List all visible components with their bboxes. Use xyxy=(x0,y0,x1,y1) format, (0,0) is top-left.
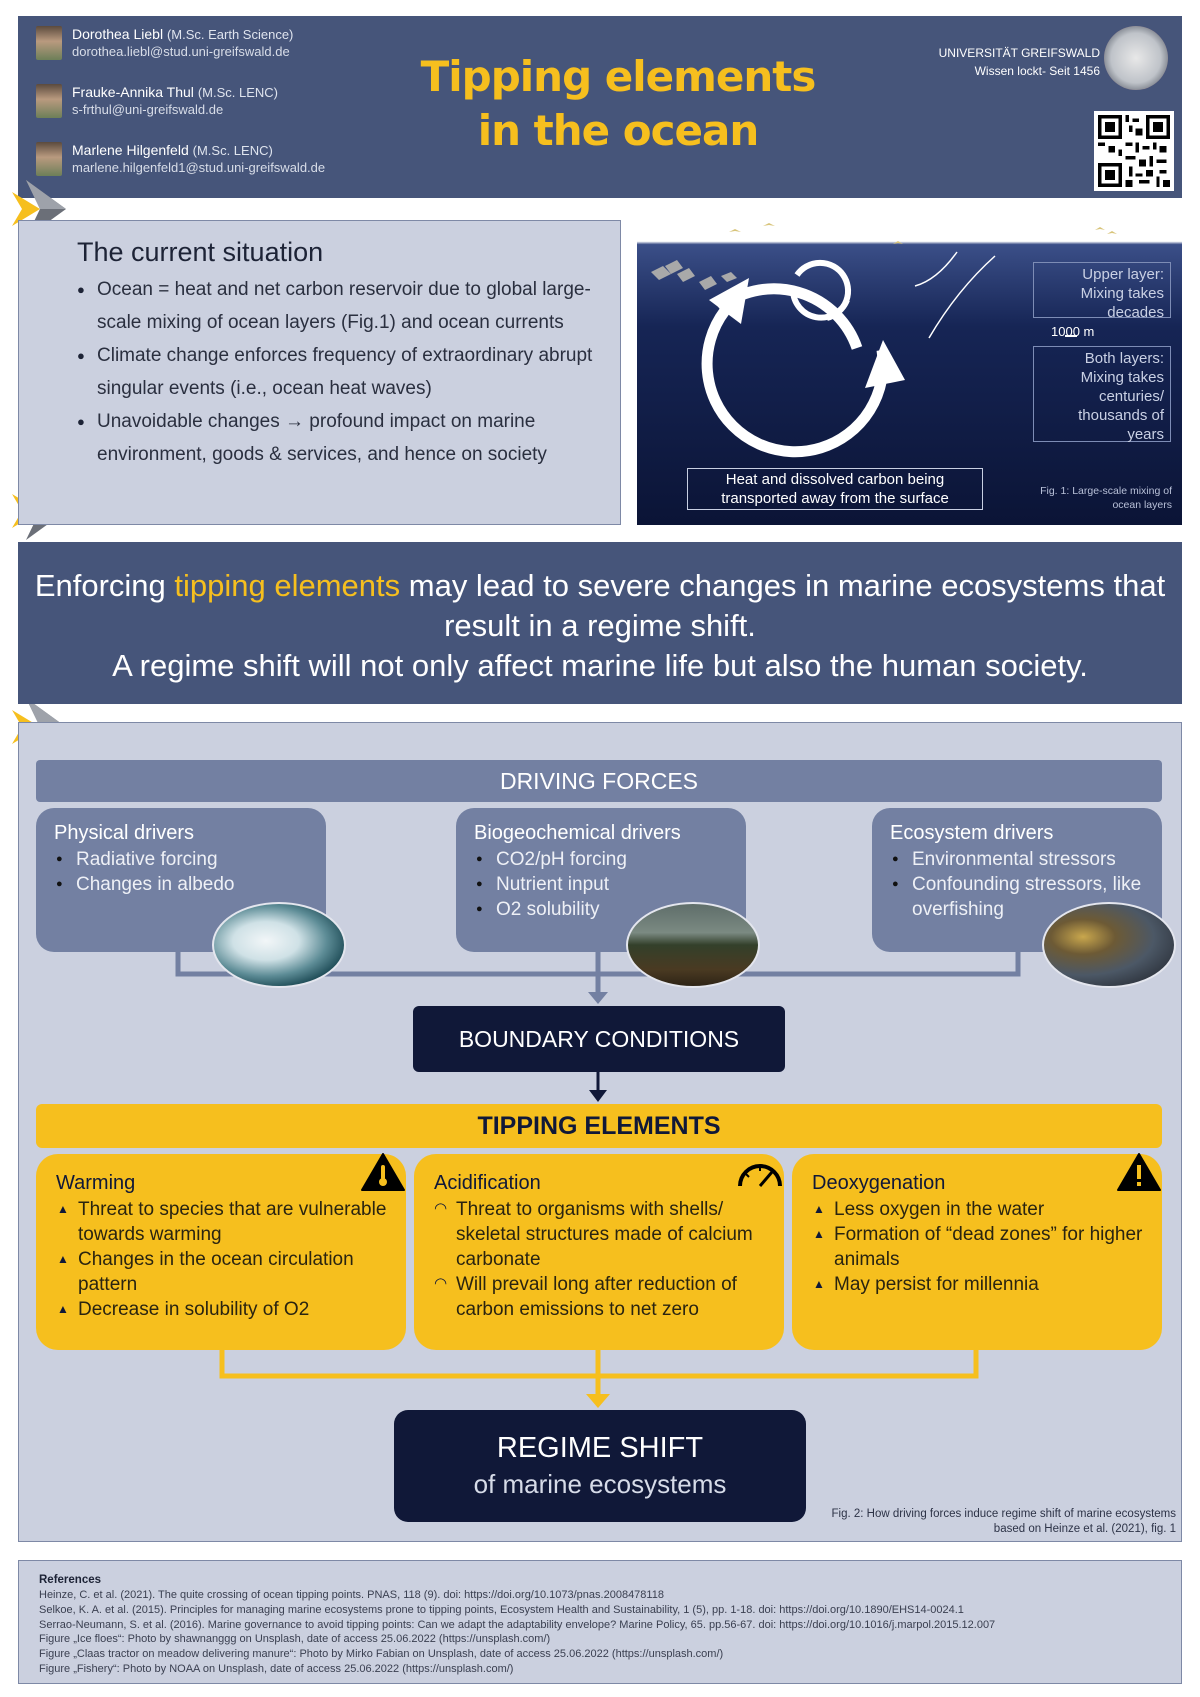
tip-title: Warming xyxy=(56,1172,136,1194)
author-name: Marlene Hilgenfeld xyxy=(72,142,189,158)
gauge-icon xyxy=(738,1164,782,1187)
reference-item: Figure „Fishery“: Photo by NOAA on Unspl… xyxy=(39,1662,514,1675)
author-email[interactable]: dorothea.liebl@stud.uni-greifswald.de xyxy=(72,44,290,59)
reference-item: Heinze, C. et al. (2021). The quite cros… xyxy=(39,1589,664,1601)
author-name: Dorothea Liebl xyxy=(72,26,164,42)
co2-label: CO₂ xyxy=(999,228,1025,243)
tipping-elements-header: TIPPING ELEMENTS xyxy=(36,1104,1162,1148)
author-name: Frauke-Annika Thul xyxy=(72,84,194,100)
driver-title: Ecosystem drivers xyxy=(890,822,1054,844)
poster-title: Tipping elements in the ocean xyxy=(378,50,858,158)
ocean-mixing-figure: Heat CO₂ Upper layer: Mixing takes decad… xyxy=(637,220,1182,525)
list-item: Confounding stressors, like overfishing xyxy=(890,872,1162,922)
regime-shift-title: REGIME SHIFT xyxy=(496,1432,704,1464)
reference-item: Selkoe, K. A. et al. (2015). Principles … xyxy=(39,1603,964,1616)
driving-forces-header: DRIVING FORCES xyxy=(36,760,1162,802)
author-degree: (M.Sc. LENC) xyxy=(197,85,278,100)
statement-text: Enforcing xyxy=(34,568,175,603)
author-photo xyxy=(36,26,62,60)
list-item: Formation of “dead zones” for higher ani… xyxy=(812,1222,1162,1272)
poster-header: Dorothea Liebl (M.Sc. Earth Science) dor… xyxy=(18,16,1182,198)
references-heading: References xyxy=(39,1574,102,1586)
figure-caption: Fig. 2: How driving forces induce regime… xyxy=(780,1507,1177,1537)
boundary-conditions-box: BOUNDARY CONDITIONS xyxy=(413,1006,785,1072)
section-heading: The current situation xyxy=(77,237,324,267)
author-photo xyxy=(36,84,62,118)
list-item: Threat to species that are vulnerable to… xyxy=(56,1197,406,1247)
tip-title: Acidification xyxy=(434,1172,541,1194)
both-layers-box: Both layers: Mixing takes centuries/ tho… xyxy=(1033,346,1171,443)
key-statement-banner: Enforcing tipping elements may lead to s… xyxy=(18,542,1182,704)
author-email[interactable]: marlene.hilgenfeld1@stud.uni-greifswald.… xyxy=(72,160,326,175)
list-item: O2 solubility xyxy=(474,897,746,922)
caption-line: Fig. 2: How driving forces induce regime… xyxy=(831,1508,1177,1520)
ice-floes-photo xyxy=(212,902,346,988)
title-line-1: Tipping elements xyxy=(420,52,817,101)
list-item: Threat to organisms with shells/ skeleta… xyxy=(434,1196,784,1272)
list-item: Less oxygen in the water xyxy=(812,1197,1162,1222)
list-item: Climate change enforces frequency of ext… xyxy=(75,339,605,405)
statement-line-1: Enforcing tipping elements may lead to s… xyxy=(18,566,1182,646)
university-label: UNIVERSITÄT GREIFSWALD xyxy=(938,46,1100,60)
fishery-photo xyxy=(1042,902,1176,988)
author-degree: (M.Sc. Earth Science) xyxy=(166,27,294,42)
list-item: Environmental stressors xyxy=(890,847,1162,872)
warming-card: Warming Threat to species that are vulne… xyxy=(36,1153,406,1350)
list-item: CO2/pH forcing xyxy=(474,847,746,872)
list-item: Changes in albedo xyxy=(54,872,326,897)
list-item: Will prevail long after reduction of car… xyxy=(434,1271,784,1322)
tip-title: Deoxygenation xyxy=(812,1172,946,1194)
statement-text: may lead to severe changes in marine eco… xyxy=(400,568,1166,643)
regime-shift-box: REGIME SHIFT of marine ecosystems xyxy=(394,1410,806,1522)
university-motto: Wissen lockt- Seit 1456 xyxy=(974,64,1100,78)
author-email[interactable]: s-frthul@uni-greifswald.de xyxy=(72,102,224,117)
figure-caption: Fig. 1: Large-scale mixing of ocean laye… xyxy=(1040,485,1172,511)
ocean-mixing-illustration xyxy=(637,220,1182,525)
list-item: Unavoidable changes → profound impact on… xyxy=(75,405,605,471)
driver-title: Biogeochemical drivers xyxy=(474,822,681,844)
reference-item: Figure „Claas tractor on meadow deliveri… xyxy=(39,1648,724,1661)
title-line-2: in the ocean xyxy=(477,106,759,155)
references-panel: References Heinze, C. et al. (2021). The… xyxy=(18,1560,1182,1684)
statement-highlight: tipping elements xyxy=(174,568,401,603)
reference-item: Figure „Ice floes“: Photo by shawnanggg … xyxy=(39,1633,551,1646)
university-seal-logo xyxy=(1104,26,1168,90)
regime-shift-subtitle: of marine ecosystems xyxy=(473,1469,727,1499)
depth-label: 1000 m xyxy=(1051,324,1095,339)
tractor-photo xyxy=(626,902,760,988)
author-photo xyxy=(36,142,62,176)
caption-line: based on Heinze et al. (2021), fig. 1 xyxy=(993,1523,1176,1535)
list-item: Radiative forcing xyxy=(54,847,326,872)
deoxygenation-card: Deoxygenation Less oxygen in the water F… xyxy=(792,1153,1162,1350)
list-item: Changes in the ocean circulation pattern xyxy=(56,1247,406,1297)
statement-line-2: A regime shift will not only affect mari… xyxy=(112,648,1088,683)
thermometer-warning-icon xyxy=(361,1153,405,1191)
biogeochemical-drivers-card: Biogeochemical drivers CO2/pH forcing Nu… xyxy=(456,808,746,952)
qr-code-icon[interactable] xyxy=(1094,111,1174,191)
heat-label: Heat xyxy=(942,228,971,243)
list-item: Nutrient input xyxy=(474,872,746,897)
author-degree: (M.Sc. LENC) xyxy=(192,143,273,158)
upper-layer-box: Upper layer: Mixing takes decades xyxy=(1033,262,1171,321)
transport-label: Heat and dissolved carbon being transpor… xyxy=(687,468,983,510)
situation-list: Ocean = heat and net carbon reservoir du… xyxy=(75,273,605,471)
exclamation-warning-icon xyxy=(1117,1153,1161,1191)
current-situation-panel: The current situation Ocean = heat and n… xyxy=(18,220,621,525)
acidification-card: Acidification Threat to organisms with s… xyxy=(414,1154,784,1350)
driver-title: Physical drivers xyxy=(54,822,195,844)
university-name: UNIVERSITÄT GREIFSWALD Wissen lockt- Sei… xyxy=(939,44,1100,80)
reference-item: Serrao-Neumann, S. et al. (2016). Marine… xyxy=(39,1618,996,1631)
list-item: Decrease in solubility of O2 xyxy=(56,1297,406,1322)
list-item: May persist for millennia xyxy=(812,1272,1162,1297)
list-item: Ocean = heat and net carbon reservoir du… xyxy=(75,273,605,339)
